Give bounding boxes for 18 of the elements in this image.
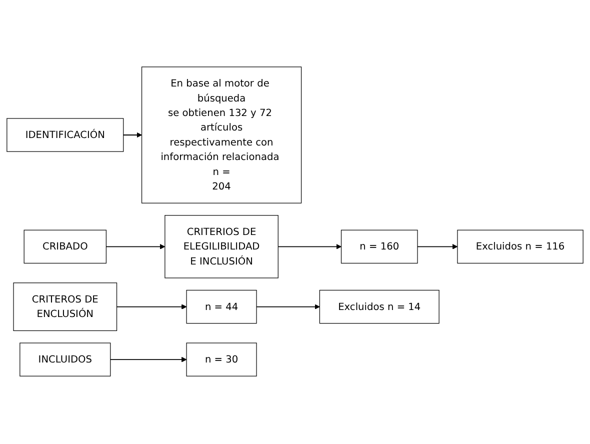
arrow — [122, 132, 142, 138]
node-box — [6, 118, 124, 152]
node-box — [24, 230, 107, 264]
node-box — [186, 290, 257, 324]
node-box — [319, 290, 440, 324]
node-box — [20, 343, 111, 377]
arrow — [110, 357, 187, 363]
arrow — [116, 304, 187, 310]
node-box — [13, 283, 118, 332]
node-box — [141, 67, 302, 204]
node-box — [457, 230, 584, 264]
node-box — [164, 216, 278, 279]
node-box — [340, 230, 418, 264]
node-box — [186, 343, 257, 377]
arrow — [278, 244, 342, 250]
arrow — [417, 244, 458, 250]
arrow — [106, 244, 166, 250]
arrow — [256, 304, 320, 310]
